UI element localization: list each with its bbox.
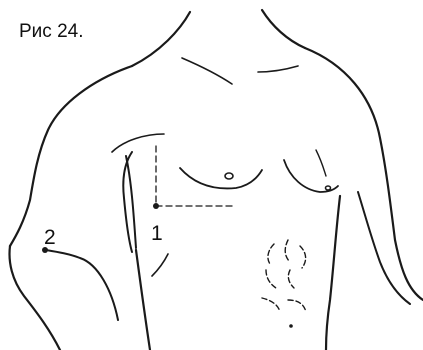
neck-right-line [262, 10, 305, 48]
point-1-label: 1 [151, 222, 163, 245]
forearm-lower-line [10, 246, 60, 350]
left-nipple [225, 173, 233, 179]
point-1-marker [153, 203, 159, 209]
right-torso-side-line [326, 196, 340, 350]
right-pec-upper-line [316, 150, 326, 176]
point-2-label: 2 [44, 226, 56, 249]
right-clavicle-line [258, 66, 298, 72]
elbow-line [46, 250, 118, 320]
abs-line [288, 270, 294, 288]
right-arm-inner-line [358, 192, 410, 304]
left-torso-side-line [136, 250, 150, 350]
side-notch-line [152, 254, 168, 276]
abs-line [268, 244, 274, 264]
left-clavicle-line [182, 58, 232, 84]
left-shoulder-line [10, 66, 132, 246]
left-pec-line [180, 168, 262, 188]
right-shoulder-line [305, 48, 423, 300]
abs-line [266, 270, 276, 288]
right-nipple [326, 186, 331, 190]
abs-line [262, 298, 280, 312]
navel [289, 324, 293, 328]
abs-line [300, 246, 306, 268]
abs-line [288, 300, 306, 312]
abs-line [285, 240, 290, 262]
